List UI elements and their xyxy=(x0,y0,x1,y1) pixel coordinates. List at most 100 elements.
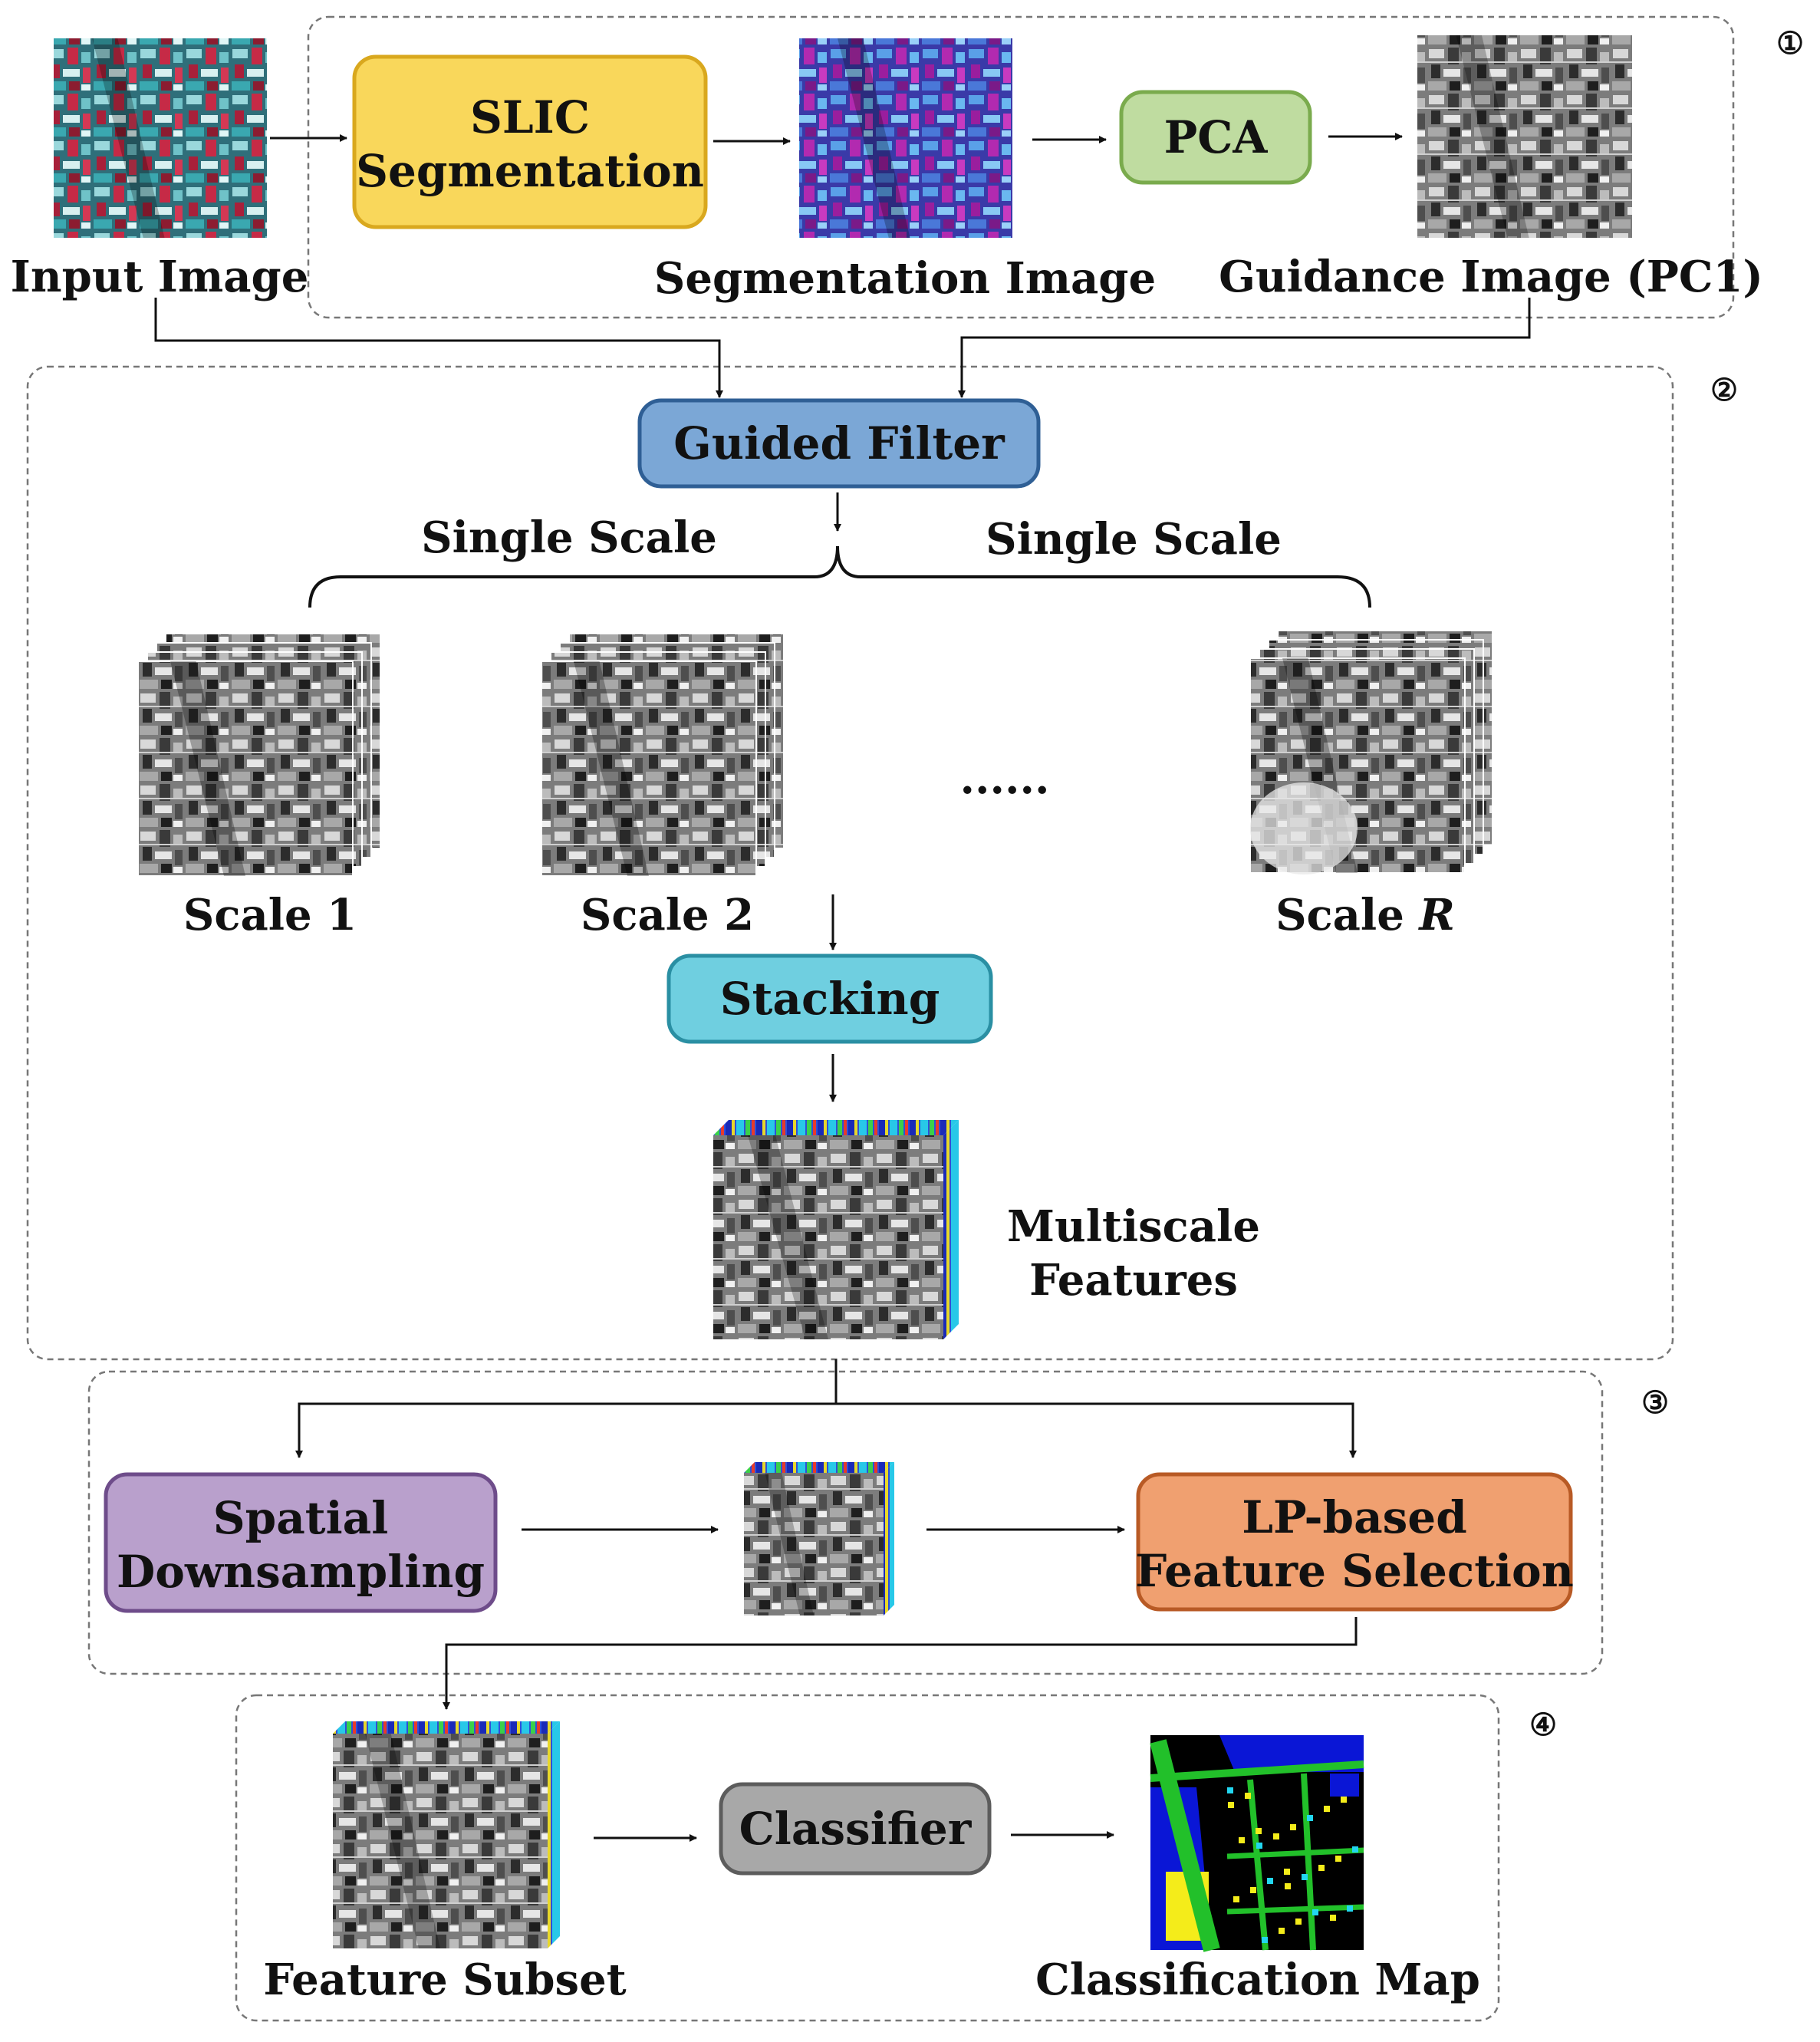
class-pixel-cluster xyxy=(1307,1815,1313,1821)
single-scale-left-label: Single Scale xyxy=(421,512,717,563)
guided-filter-box-bg xyxy=(637,398,1041,489)
pca-box-bg xyxy=(1119,90,1312,185)
feature-subset-cube xyxy=(333,1721,560,1948)
downsampled-cube xyxy=(744,1462,894,1615)
scale1-stack-road xyxy=(170,661,245,876)
class-pixel-cluster xyxy=(1335,1856,1341,1862)
class-road-cross xyxy=(1226,1847,1364,1859)
stage1-number: ① xyxy=(1776,25,1804,61)
class-pixel-cluster xyxy=(1267,1878,1273,1884)
multiscale-features-cube-front xyxy=(713,1135,943,1339)
scale2-stack xyxy=(541,633,785,877)
class-pixel-cluster xyxy=(1228,1802,1234,1808)
stage3-panel xyxy=(87,1370,1604,1675)
stage4-panel xyxy=(235,1694,1500,2022)
class-pixel-cluster xyxy=(1233,1896,1239,1902)
scaleR-stack xyxy=(1249,630,1493,874)
scaleR-label-variable: R xyxy=(1417,890,1455,940)
segmentation-image-pixels xyxy=(799,38,1012,238)
class-pixel-cluster xyxy=(1295,1918,1302,1925)
class-region-blue-east xyxy=(1330,1774,1359,1797)
stage1-panel xyxy=(307,15,1735,319)
class-pixel-cluster xyxy=(1285,1883,1291,1889)
scale1-label: Scale 1 xyxy=(183,890,357,940)
input-image-label: Input Image xyxy=(11,252,309,302)
arrow-input-to-guided-filter xyxy=(154,298,723,398)
scale1-stack xyxy=(137,633,381,877)
input-image-pixels xyxy=(54,38,267,238)
input-image-road xyxy=(92,38,165,238)
spatial-downsampling-box-label-line2: Downsampling xyxy=(117,1546,485,1598)
multiscale-features-cube-side xyxy=(943,1120,959,1339)
guidance-image-road xyxy=(1456,35,1529,238)
guided-filter-box-label: Guided Filter xyxy=(673,417,1005,469)
feature-subset-cube-side xyxy=(548,1721,560,1948)
segmentation-image-label: Segmentation Image xyxy=(654,253,1156,304)
class-pixel-cluster xyxy=(1256,1843,1262,1849)
multiscale-label-line2: Features xyxy=(1029,1255,1238,1306)
scale1-stack-layer xyxy=(137,660,354,877)
feature-subset-cube-road xyxy=(365,1734,440,1948)
class-pixel-cluster xyxy=(1256,1828,1262,1834)
class-region-blue-north xyxy=(1219,1735,1364,1772)
stage3-number: ③ xyxy=(1641,1385,1669,1421)
class-road-mid xyxy=(1247,1779,1269,1951)
class-pixel-cluster xyxy=(1318,1865,1325,1871)
class-pixel-cluster xyxy=(1312,1909,1318,1915)
spatial-downsampling-box-bg xyxy=(104,1472,498,1613)
guidance-image-label: Guidance Image (PC1) xyxy=(1219,252,1763,302)
class-pixel-cluster xyxy=(1324,1806,1330,1812)
arrow-to-spatial-downsampling xyxy=(295,1402,836,1458)
downsampled-cube-side xyxy=(884,1462,894,1615)
class-pixel-cluster xyxy=(1279,1928,1285,1934)
feature-subset-cube-top xyxy=(333,1721,560,1734)
segmentation-image xyxy=(799,38,1012,238)
arrow-to-lp-selection xyxy=(836,1402,1357,1458)
stage4-number: ④ xyxy=(1529,1707,1557,1743)
guided-filter-box: Guided Filter xyxy=(637,398,1041,489)
class-pixel-cluster xyxy=(1273,1833,1279,1839)
guidance-image-pixels xyxy=(1417,35,1632,238)
class-pixel-cluster xyxy=(1239,1837,1245,1843)
class-road-east xyxy=(1301,1773,1316,1951)
class-pixel-cluster xyxy=(1352,1846,1358,1853)
multiscale-features-cube xyxy=(713,1120,959,1339)
single-scale-right-label: Single Scale xyxy=(986,514,1282,565)
scaleR-label-prefix: Scale xyxy=(1275,890,1419,940)
arrow-lp-to-feature-subset xyxy=(443,1617,1358,1710)
guidance-image xyxy=(1417,35,1632,238)
stacking-box-label: Stacking xyxy=(720,973,940,1025)
stacking-box: Stacking xyxy=(666,953,993,1044)
slic-segmentation-box-bg xyxy=(352,54,708,229)
downsampled-cube-top xyxy=(744,1462,894,1473)
class-pixel-cluster xyxy=(1250,1887,1256,1893)
lp-feature-selection-box-label-line2: Feature Selection xyxy=(1135,1545,1574,1597)
class-pixel-cluster xyxy=(1245,1793,1251,1799)
class-pixel-cluster xyxy=(1330,1915,1336,1921)
ellipsis: ...... xyxy=(960,753,1050,804)
feature-subset-label: Feature Subset xyxy=(263,1955,626,2005)
classifier-box: Classifier xyxy=(719,1782,992,1876)
multiscale-features-cube-top xyxy=(713,1120,959,1135)
classifier-box-bg xyxy=(719,1782,992,1876)
segmentation-image-road xyxy=(838,38,910,238)
arrow-guidance-to-guided-filter xyxy=(958,298,1531,398)
scaleR-label: Scale R xyxy=(1275,890,1455,940)
feature-subset-cube-front xyxy=(333,1734,548,1948)
stage2-number: ② xyxy=(1710,372,1738,408)
class-pixel-cluster xyxy=(1302,1874,1308,1880)
lp-feature-selection-box-label-line1: LP-based xyxy=(1242,1491,1467,1543)
slic-segmentation-box-label-line2: Segmentation xyxy=(356,145,704,197)
downsampled-cube-road xyxy=(765,1473,814,1615)
class-road-cross2 xyxy=(1226,1904,1364,1915)
class-road-north xyxy=(1150,1760,1364,1782)
scale2-stack-layer xyxy=(541,660,757,877)
class-pixel-cluster xyxy=(1290,1824,1296,1830)
input-image xyxy=(54,38,267,238)
class-pixel-cluster xyxy=(1341,1797,1347,1803)
class-pixel-cluster xyxy=(1347,1905,1353,1912)
